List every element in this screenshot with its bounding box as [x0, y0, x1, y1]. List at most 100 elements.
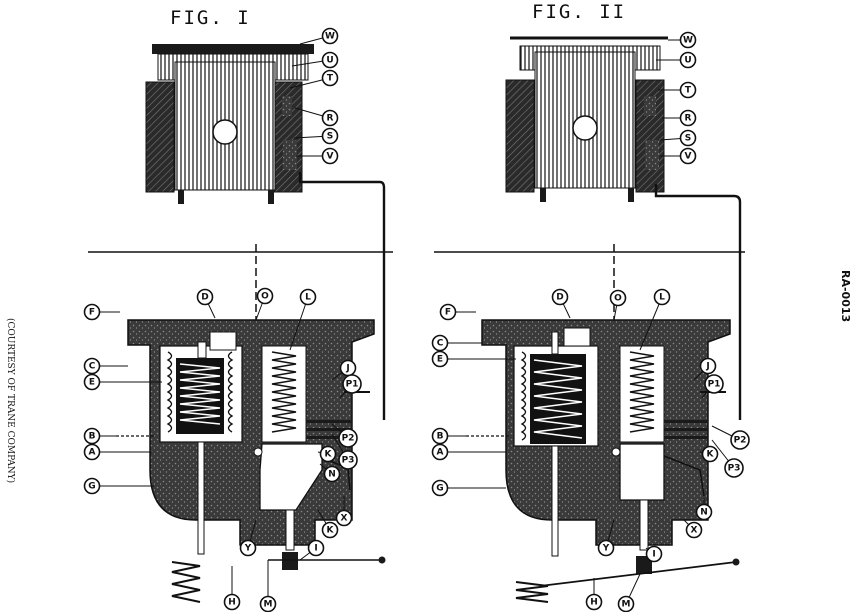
- figure-1: [116, 44, 386, 603]
- callout-label-g: G: [431, 479, 506, 497]
- callout-letter: W: [683, 36, 693, 46]
- callout-label-m: M: [259, 560, 277, 612]
- callout-leader-line: [289, 296, 309, 351]
- compressor-cylinder-icon: [145, 44, 386, 420]
- callout-label-l: L: [289, 288, 317, 351]
- callout-label-b: B: [83, 427, 116, 445]
- callout-circle: [431, 334, 449, 352]
- callout-circle: [431, 350, 449, 368]
- callout-letter: B: [89, 432, 96, 442]
- callout-label-f: F: [83, 303, 120, 321]
- callout-circle: [321, 69, 339, 87]
- courtesy-caption: (COURTESY OF TRANE COMPANY): [5, 318, 16, 483]
- callout-label-m: M: [617, 573, 641, 612]
- callout-circle: [431, 427, 449, 445]
- callout-circle: [431, 479, 449, 497]
- callout-label-p3: P3: [711, 439, 744, 478]
- callout-label-p1: P1: [339, 374, 362, 399]
- callout-letter: S: [327, 132, 333, 142]
- callout-label-t: T: [658, 81, 697, 99]
- callout-letter: O: [261, 292, 269, 302]
- callout-letter: H: [590, 598, 598, 608]
- callout-circle: [695, 503, 713, 521]
- callout-label-p1: P1: [701, 374, 724, 399]
- callout-letter: P1: [346, 380, 359, 390]
- compressor-cylinder-icon: [505, 36, 742, 420]
- callout-circle: [83, 303, 101, 321]
- callout-letter: F: [445, 308, 451, 318]
- callout-label-v: V: [296, 147, 339, 165]
- fig-title-2: FIG. II: [532, 1, 626, 23]
- callout-circle: [196, 288, 214, 306]
- callout-label-k: K: [699, 445, 719, 463]
- callout-letter: O: [614, 294, 622, 304]
- callout-circle: [321, 147, 339, 165]
- callout-letter: X: [341, 514, 348, 524]
- callout-letter: U: [684, 56, 691, 66]
- callout-letter: X: [691, 526, 698, 536]
- callout-letter: V: [327, 152, 334, 162]
- callout-letter: I: [314, 544, 317, 554]
- callout-letter: W: [325, 32, 335, 42]
- callout-circle: [83, 443, 101, 461]
- capacity-control-valve-icon: [466, 319, 740, 603]
- callout-letter: M: [264, 600, 273, 610]
- callout-letter: P3: [728, 464, 741, 474]
- callout-label-y: Y: [597, 519, 615, 557]
- callout-circle: [679, 147, 697, 165]
- callout-label-e: E: [83, 373, 162, 391]
- callout-label-i: I: [299, 539, 325, 561]
- callout-label-e: E: [431, 350, 516, 368]
- callout-letter: D: [556, 293, 563, 303]
- callout-circle: [704, 374, 724, 394]
- callout-letter: R: [327, 114, 334, 124]
- callout-letter: D: [201, 293, 208, 303]
- callout-circle: [321, 521, 339, 539]
- callout-label-b: B: [431, 427, 466, 445]
- callout-label-p2: P2: [711, 425, 750, 450]
- callout-circle: [321, 27, 339, 45]
- callout-letter: A: [89, 448, 96, 458]
- callout-circle: [223, 593, 241, 611]
- callout-label-d: D: [196, 288, 216, 319]
- callout-label-y: Y: [239, 519, 257, 557]
- callout-circle: [431, 443, 449, 461]
- callout-letter: V: [685, 152, 692, 162]
- callout-label-j: J: [693, 357, 717, 381]
- callout-circle: [83, 427, 101, 445]
- callout-circle: [730, 430, 750, 450]
- callout-letter: L: [659, 293, 665, 303]
- callout-label-n: N: [695, 498, 713, 521]
- callout-label-k: K: [317, 509, 339, 539]
- callout-circle: [338, 450, 358, 470]
- callout-label-r: R: [294, 107, 339, 127]
- callout-circle: [439, 303, 457, 321]
- callout-circle: [679, 51, 697, 69]
- callout-letter: T: [685, 86, 692, 96]
- callout-circle: [342, 374, 362, 394]
- callout-letter: P2: [734, 436, 747, 446]
- callout-letter: N: [328, 470, 336, 480]
- callout-label-t: T: [289, 69, 339, 89]
- callout-circle: [679, 129, 697, 147]
- callout-letter: A: [437, 448, 444, 458]
- fig-title-1: FIG. I: [170, 7, 251, 29]
- callout-circle: [679, 31, 697, 49]
- callout-letter: G: [436, 484, 443, 494]
- callout-circle: [83, 357, 101, 375]
- callout-circle: [679, 81, 697, 99]
- callout-label-w: W: [668, 31, 697, 49]
- callout-label-f: F: [439, 303, 476, 321]
- callout-label-j: J: [331, 359, 357, 381]
- callout-label-d: D: [551, 288, 571, 319]
- callout-label-s: S: [659, 129, 697, 147]
- callout-circle: [551, 288, 569, 306]
- callout-letter: B: [437, 432, 444, 442]
- callout-letter: F: [89, 308, 95, 318]
- callout-letter: K: [327, 526, 335, 536]
- capacity-control-valve-icon: [116, 319, 386, 603]
- callout-letter: J: [705, 362, 709, 372]
- callout-circle: [699, 357, 717, 375]
- callout-letter: J: [345, 364, 349, 374]
